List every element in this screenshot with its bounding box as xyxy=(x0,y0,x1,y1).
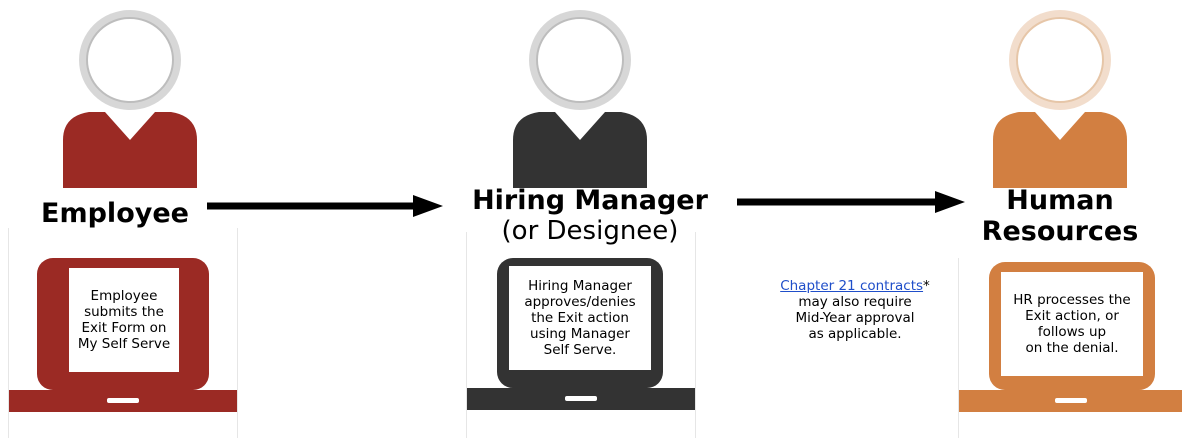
hr-screen-text: HR processes the Exit action, or follows… xyxy=(1001,272,1143,376)
note-asterisk: * xyxy=(923,278,930,294)
hiring-manager-title: Hiring Manager xyxy=(472,185,708,216)
employee-screen-text: Employee submits the Exit Form on My Sel… xyxy=(69,268,179,372)
note-text: may also require Mid-Year approval as ap… xyxy=(795,294,915,342)
hr-title: Human Resources xyxy=(981,185,1139,247)
hr-laptop-panel: HR processes the Exit action, or follows… xyxy=(958,258,1182,438)
flow-arrow-1 xyxy=(207,195,443,217)
hiring-manager-subtitle: (or Designee) xyxy=(501,216,679,246)
chapter-21-contracts-link[interactable]: Chapter 21 contracts xyxy=(780,278,924,294)
hiring-manager-screen-text: Hiring Manager approves/denies the Exit … xyxy=(509,266,651,370)
employee-title: Employee xyxy=(41,198,189,229)
employee-person-icon xyxy=(63,10,197,188)
chapter-21-note: Chapter 21 contracts* may also require M… xyxy=(750,278,960,342)
hiring-manager-laptop-panel: Hiring Manager approves/denies the Exit … xyxy=(466,232,696,438)
employee-laptop-panel: Employee submits the Exit Form on My Sel… xyxy=(8,228,238,438)
flow-arrow-2 xyxy=(737,191,965,213)
hiring-manager-person-icon xyxy=(513,10,647,188)
hr-person-icon xyxy=(993,10,1127,188)
